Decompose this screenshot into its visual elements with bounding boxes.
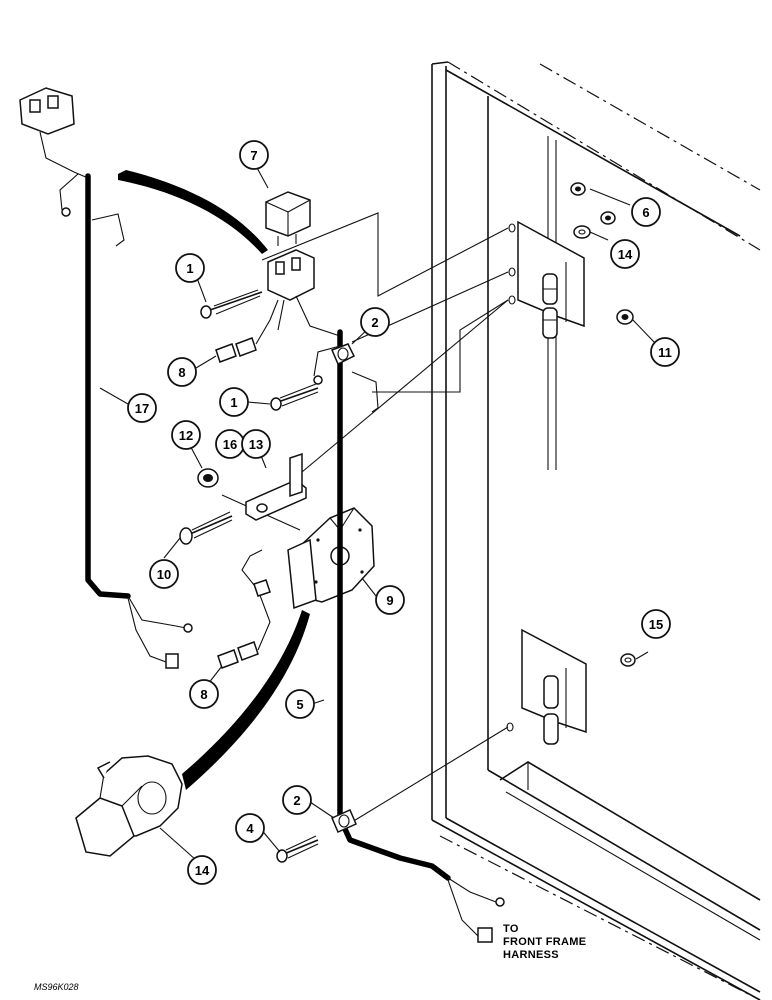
washer-14-top xyxy=(573,225,591,239)
svg-text:8: 8 xyxy=(178,365,185,380)
callout-10: 10 xyxy=(149,559,179,589)
svg-text:14: 14 xyxy=(195,863,210,878)
svg-text:11: 11 xyxy=(658,345,672,360)
clip-2-bottom xyxy=(331,809,357,833)
callout-2-top: 2 xyxy=(360,307,390,337)
callout-8-bottom: 8 xyxy=(189,679,219,709)
harness-5 xyxy=(337,329,451,881)
nut-6-mid xyxy=(600,211,616,225)
svg-text:12: 12 xyxy=(179,428,193,443)
svg-text:7: 7 xyxy=(250,148,257,163)
callout-8-top: 8 xyxy=(167,357,197,387)
callout-7: 7 xyxy=(239,140,269,170)
callout-6: 6 xyxy=(631,197,661,227)
panel-holes xyxy=(506,223,516,732)
front-frame-harness-note: TO FRONT FRAME HARNESS xyxy=(503,923,586,961)
washer-14-bottom xyxy=(620,653,636,667)
drawing-code: MS96K028 xyxy=(34,982,79,992)
alignment-lines xyxy=(221,188,656,823)
svg-text:8: 8 xyxy=(200,687,207,702)
svg-text:2: 2 xyxy=(293,793,300,808)
upper-hinge xyxy=(517,220,585,339)
bolt-4 xyxy=(276,835,319,863)
svg-text:2: 2 xyxy=(371,315,378,330)
flasher-module xyxy=(287,507,375,610)
callout-1-top: 1 xyxy=(175,253,205,283)
callout-17: 17 xyxy=(127,393,157,423)
svg-text:10: 10 xyxy=(157,567,171,582)
harness-17 xyxy=(85,173,131,599)
svg-text:HARNESS: HARNESS xyxy=(503,949,559,961)
callout-14-top: 14 xyxy=(610,239,640,269)
bolt-1-bottom xyxy=(270,383,319,411)
callout-12: 12 xyxy=(171,420,201,450)
connector-8-top xyxy=(215,299,279,363)
svg-text:6: 6 xyxy=(642,205,649,220)
grommet xyxy=(197,468,219,488)
relay xyxy=(265,191,311,246)
svg-text:FRONT FRAME: FRONT FRAME xyxy=(503,936,586,948)
svg-text:TO: TO xyxy=(503,923,519,935)
svg-text:9: 9 xyxy=(386,593,393,608)
callout-9: 9 xyxy=(375,585,405,615)
callout-2-bottom: 2 xyxy=(282,785,312,815)
lower-hinge xyxy=(521,628,587,745)
nut-6-top xyxy=(570,182,586,196)
svg-text:4: 4 xyxy=(246,821,254,836)
clip-2-top xyxy=(331,343,356,366)
svg-text:17: 17 xyxy=(135,401,149,416)
callout-5: 5 xyxy=(285,689,315,719)
svg-text:14: 14 xyxy=(618,247,633,262)
svg-text:1: 1 xyxy=(186,261,193,276)
svg-text:5: 5 xyxy=(296,697,303,712)
harness-connector-top xyxy=(19,87,125,247)
harness-17-branches xyxy=(127,595,193,669)
callout-1-bottom: 1 xyxy=(219,387,249,417)
assembly-arrow-lower xyxy=(182,610,310,790)
callout-15: 14 xyxy=(187,855,217,885)
bolt-1-top xyxy=(200,289,263,319)
assembly-arrow-upper xyxy=(118,170,268,254)
harness-5-branches xyxy=(313,345,505,943)
svg-text:15: 15 xyxy=(649,617,663,632)
nut-11 xyxy=(616,309,634,325)
svg-text:1: 1 xyxy=(230,395,237,410)
callout-4: 4 xyxy=(235,813,265,843)
horn xyxy=(75,755,183,857)
connector-8-bottom xyxy=(217,549,271,669)
callout-11: 11 xyxy=(650,337,680,367)
svg-text:13: 13 xyxy=(249,437,263,452)
callout-16: 16 xyxy=(215,429,245,459)
relay-socket xyxy=(267,249,341,337)
bolt-10 xyxy=(179,511,233,545)
bracket xyxy=(245,452,307,521)
callout-13: 13 xyxy=(241,429,271,459)
callout-14-bottom: 15 xyxy=(641,609,671,639)
svg-text:16: 16 xyxy=(223,437,237,452)
door-frame xyxy=(431,61,761,1000)
